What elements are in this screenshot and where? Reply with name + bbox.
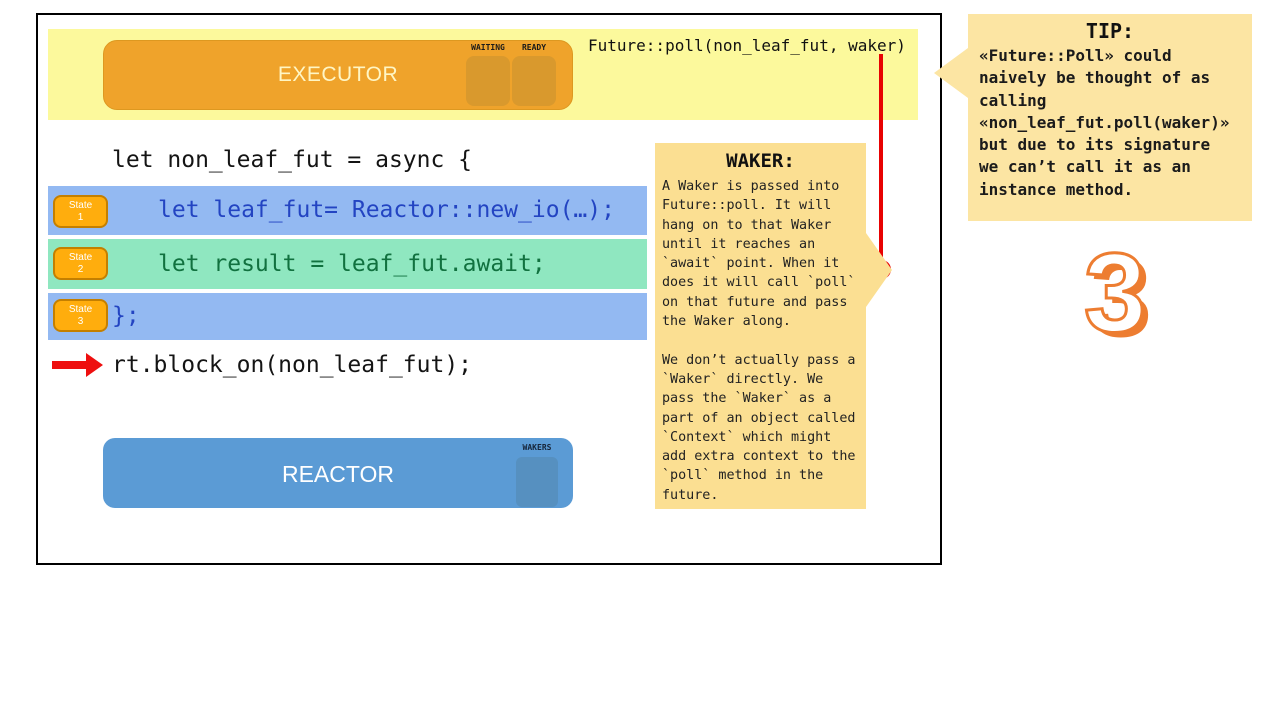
- state-badge-word: State: [68, 251, 93, 263]
- state-badge-number: 3: [77, 315, 84, 327]
- tip-note-body: «Future::Poll» could naively be thought …: [979, 46, 1230, 199]
- reactor-box: [103, 438, 573, 508]
- state-badge-number: 1: [77, 211, 84, 223]
- state-badge-3: State 3: [53, 299, 108, 332]
- waker-note-body: A Waker is passed into Future::poll. It …: [662, 179, 856, 503]
- reactor-label: REACTOR: [281, 461, 395, 487]
- waker-note-box: [655, 143, 866, 509]
- code-block-on: rt.block_on(non_leaf_fut);: [112, 352, 473, 378]
- state-badge-1: State 1: [53, 195, 108, 228]
- state-badge-number: 2: [77, 263, 84, 275]
- tip-note-box: [968, 14, 1252, 221]
- wakers-slot-label: WAKERS: [522, 443, 552, 452]
- code-async-open: let non_leaf_fut = async {: [112, 147, 473, 173]
- executor-label: EXECUTOR: [277, 63, 399, 86]
- ready-queue-label: READY: [521, 43, 547, 52]
- wakers-slot: [516, 457, 558, 507]
- connector-line: [879, 54, 883, 262]
- waiting-queue-label: WAITING: [471, 43, 505, 52]
- code-text-state-2: let result = leaf_fut.await;: [158, 251, 546, 277]
- step-number: 3: [1082, 229, 1147, 357]
- code-row-state-3: };: [48, 293, 647, 340]
- waiting-queue-slot: [466, 56, 510, 106]
- state-badge-word: State: [68, 199, 93, 211]
- future-poll-call-label: Future::poll(non_leaf_fut, waker): [588, 36, 906, 55]
- code-text-state-1: let leaf_fut= Reactor::new_io(…);: [158, 197, 615, 223]
- tip-note-pointer: [934, 48, 968, 98]
- waker-note-pointer: [866, 233, 892, 307]
- state-badge-word: State: [68, 303, 93, 315]
- state-badge-2: State 2: [53, 247, 108, 280]
- code-row-state-1: let leaf_fut= Reactor::new_io(…);: [48, 186, 647, 235]
- ready-queue-slot: [512, 56, 556, 106]
- arrow-right-icon-head: [86, 353, 103, 377]
- waker-note-title: WAKER:: [726, 150, 795, 172]
- code-text-state-3: };: [112, 303, 140, 329]
- code-row-state-2: let result = leaf_fut.await;: [48, 239, 647, 289]
- arrow-right-icon: [52, 361, 86, 369]
- tip-note-title: TIP:: [1085, 19, 1135, 43]
